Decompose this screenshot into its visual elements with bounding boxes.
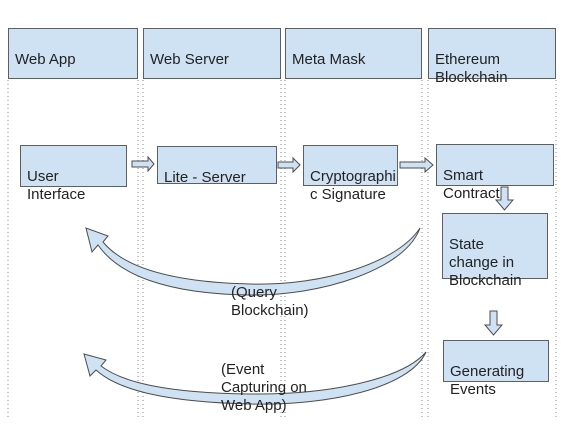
user-interface-box: User Interface bbox=[20, 145, 127, 203]
query-blockchain-note: (Query Blockchain) bbox=[231, 266, 309, 320]
user-interface-label: User Interface bbox=[27, 168, 86, 203]
smart-contract-box: Smart Contract bbox=[436, 144, 554, 202]
arrow-state-change-to-events bbox=[483, 310, 504, 336]
lane-header-ethereum-blockchain-label: Ethereum Blockchain bbox=[435, 51, 508, 86]
lane-header-meta-mask-label: Meta Mask bbox=[292, 51, 366, 68]
lane-header-web-server-label: Web Server bbox=[150, 51, 229, 68]
arrow-signature-to-smart-contract bbox=[399, 156, 434, 174]
arrow-lite-server-to-signature bbox=[277, 156, 301, 174]
lane-header-web-app-label: Web App bbox=[15, 51, 76, 68]
lane-header-ethereum-blockchain: Ethereum Blockchain bbox=[428, 28, 556, 86]
lane-header-meta-mask: Meta Mask bbox=[285, 28, 422, 79]
arrow-smart-contract-to-state-change bbox=[494, 186, 515, 211]
lite-server-label: Lite - Server bbox=[164, 169, 246, 186]
event-capturing-curved-arrow bbox=[83, 351, 427, 405]
lane-header-web-app: Web App bbox=[8, 28, 138, 79]
event-capturing-note-text: (Event Capturing on Web App) bbox=[221, 361, 307, 414]
state-change-label: State change in Blockchain bbox=[449, 236, 522, 289]
cryptographic-signature-box: Cryptographi c Signature bbox=[303, 145, 398, 203]
state-change-box: State change in Blockchain bbox=[442, 213, 548, 289]
arrow-ui-to-lite-server bbox=[131, 155, 155, 173]
generating-events-label: Generating Events bbox=[450, 363, 525, 398]
smart-contract-label: Smart Contract bbox=[443, 167, 500, 202]
query-blockchain-note-text: (Query Blockchain) bbox=[231, 284, 309, 319]
event-capturing-note: (Event Capturing on Web App) bbox=[221, 343, 307, 415]
cryptographic-signature-label: Cryptographi c Signature bbox=[310, 168, 396, 203]
query-blockchain-curved-arrow bbox=[85, 227, 421, 296]
generating-events-box: Generating Events bbox=[443, 340, 549, 398]
lane-header-web-server: Web Server bbox=[143, 28, 281, 79]
lite-server-box: Lite - Server bbox=[157, 146, 277, 186]
